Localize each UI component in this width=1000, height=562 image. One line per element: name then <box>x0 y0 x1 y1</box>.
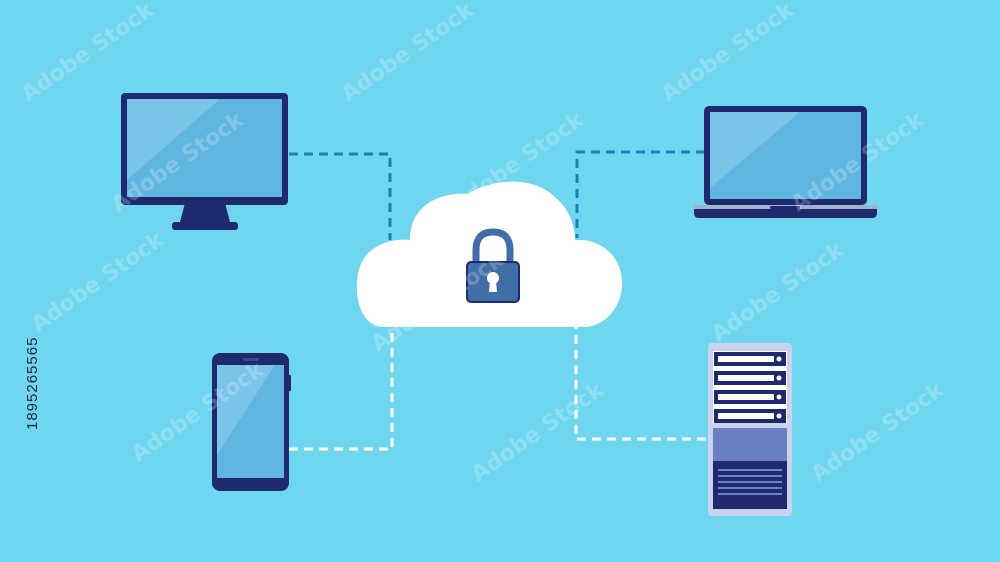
stock-id-label: 1895265565 <box>24 336 41 430</box>
laptop-icon <box>694 106 877 218</box>
server-rack-units <box>714 352 786 423</box>
connector-phone-cloud <box>289 326 394 451</box>
connector-server-cloud <box>574 326 706 441</box>
server-tower-icon <box>708 343 792 516</box>
connector-laptop-cloud <box>575 150 705 238</box>
cloud-icon <box>356 181 623 327</box>
padlock-icon <box>466 228 520 303</box>
smartphone-icon <box>212 353 291 491</box>
desktop-monitor-icon <box>121 93 288 230</box>
connector-desktop-cloud <box>289 152 392 240</box>
